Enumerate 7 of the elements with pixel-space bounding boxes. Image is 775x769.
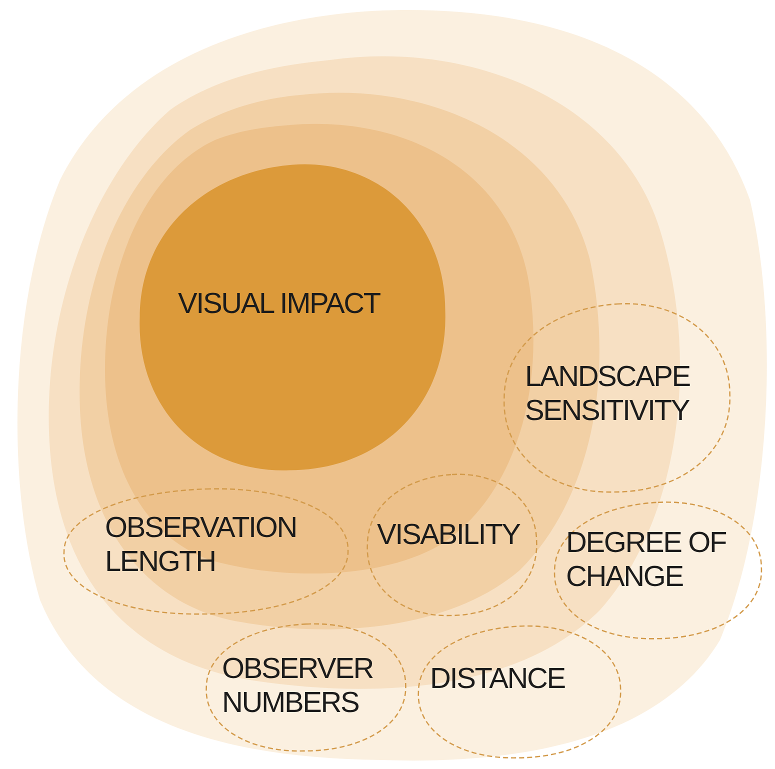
blob-label: OBSERVATION LENGTH (105, 511, 298, 580)
blob-label: DISTANCE (430, 662, 565, 696)
blob-label: DEGREE OF CHANGE (566, 526, 727, 594)
blob-label: OBSERVER NUMBERS (222, 652, 374, 720)
blob-label: LANDSCAPE SENSITIVITY (525, 360, 691, 428)
blob-label: VISUAL IMPACT (178, 287, 380, 322)
blob-label: VISABILITY (377, 518, 520, 552)
